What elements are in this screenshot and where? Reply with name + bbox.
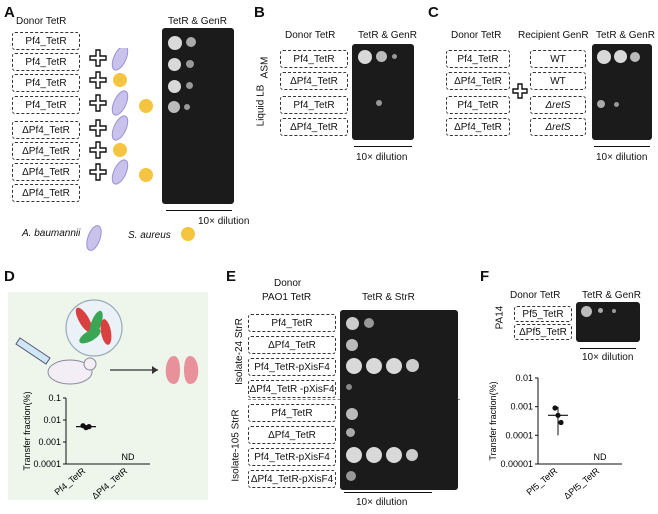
panel-c-recipient-header: Recipient GenR (518, 30, 589, 41)
panel-b-group-lb: Liquid LB (255, 84, 267, 127)
panel-b-plate (352, 44, 414, 140)
data-point (86, 424, 92, 430)
nd-annotation: ND (122, 452, 135, 462)
panel-a-row-4: Pf4_TetR (12, 96, 80, 114)
panel-a-dilution-label: 10× dilution (198, 216, 250, 227)
panel-c-recipient-3: ΔretS (530, 96, 586, 114)
panel-a-row-3: Pf4_TetR (12, 74, 80, 92)
panel-e-dilution-label: 10× dilution (356, 497, 408, 508)
panel-c-plate (592, 44, 652, 140)
y-axis-label: Transfer fraction(%) (488, 381, 498, 460)
panel-f-row-2: ΔPf5_TetR (514, 324, 572, 340)
panel-a-plate (162, 28, 234, 204)
y-tick-label: 0.01 (515, 373, 533, 383)
panel-c-row-2: ΔPf4_TetR (446, 72, 510, 90)
panel-e-row-7: Pf4_TetR-pXisF4 (248, 448, 336, 466)
panel-a-row-7: ΔPf4_TetR (12, 163, 80, 181)
panel-c-donor-header: Donor TetR (451, 30, 502, 41)
panel-c-recipient-1: WT (530, 50, 586, 68)
panel-e-group-24: Isolate-24 StrR (233, 318, 245, 385)
panel-f-group: PA14 (494, 305, 506, 330)
panel-c-row-1: Pf4_TetR (446, 50, 510, 68)
x-tick-label: Pf5_TetR (524, 466, 559, 498)
panel-b-row-3: Pf4_TetR (280, 96, 348, 114)
y-tick-label: 0.0001 (33, 459, 61, 469)
panel-f-plate-header: TetR & GenR (582, 290, 641, 301)
data-point (558, 419, 564, 426)
y-tick-label: 0.001 (510, 402, 533, 412)
panel-b-label: B (254, 4, 265, 21)
panel-c-plate-header: TetR & GenR (596, 30, 655, 41)
panel-e-row-1: Pf4_TetR (248, 314, 336, 332)
panel-b-dilution-label: 10× dilution (356, 152, 408, 163)
panel-e-row-2: ΔPf4_TetR (248, 336, 336, 354)
y-tick-label: 0.00001 (500, 459, 533, 469)
y-tick-label: 0.001 (38, 437, 61, 447)
panel-e-donor-sub: PAO1 TetR (262, 292, 312, 303)
panel-e-donor-header: Donor (274, 278, 302, 289)
panel-e-dilution-arrow (344, 492, 432, 493)
panel-c-dilution-label: 10× dilution (596, 152, 648, 163)
y-axis-label: Transfer fraction(%) (22, 391, 32, 470)
panel-c-dilution-arrow (594, 146, 650, 147)
panel-a-row-5: ΔPf4_TetR (12, 121, 80, 139)
panel-d-label: D (4, 268, 15, 285)
panel-f-row-1: Pf5_TetR (514, 306, 572, 322)
legend-s-aureus: S. aureus (128, 230, 171, 241)
panel-c-row-3: Pf4_TetR (446, 96, 510, 114)
plus-icon (89, 49, 107, 67)
panel-a-row-6: ΔPf4_TetR (12, 142, 80, 160)
panel-e-row-8: ΔPf4_TetR-pXisF4 (248, 470, 336, 488)
panel-a-dilution-arrow (166, 210, 232, 211)
panel-e-row-3: Pf4_TetR-pXisF4 (248, 358, 336, 376)
panel-e-plate (340, 310, 458, 490)
panel-c-label: C (428, 4, 439, 21)
panel-e-row-4: ΔPf4_TetR -pXisF4 (248, 380, 336, 398)
panel-c-recipient-2: WT (530, 72, 586, 90)
panel-a-plate-header: TetR & GenR (168, 16, 227, 27)
panel-c-row-4: ΔPf4_TetR (446, 118, 510, 136)
panel-b-row-1: Pf4_TetR (280, 50, 348, 68)
panel-f-dilution-label: 10× dilution (582, 352, 634, 363)
data-point (552, 405, 558, 411)
panel-b-dilution-arrow (354, 146, 412, 147)
panel-a-row-2: Pf4_TetR (12, 53, 80, 71)
y-tick-label: 0.0001 (505, 430, 533, 440)
data-point (555, 412, 561, 418)
bacterium-icon (86, 225, 102, 251)
y-tick-label: 0.01 (43, 415, 61, 425)
panel-e-group-105: Isolate-105 StrR (230, 409, 242, 482)
panel-c-recipient-4: ΔretS (530, 118, 586, 136)
panel-a-donor-header: Donor TetR (16, 16, 67, 27)
panel-a-row-1: Pf4_TetR (12, 32, 80, 50)
panel-f-donor-header: Donor TetR (510, 290, 561, 301)
panel-f-dilution-arrow (580, 348, 636, 349)
nd-annotation: ND (594, 452, 607, 462)
panel-f-label: F (480, 268, 490, 285)
y-tick-label: 0.1 (48, 393, 61, 403)
mouse-infection-illustration (15, 299, 199, 385)
panel-b-plate-header: TetR & GenR (358, 30, 417, 41)
panel-e-row-6: ΔPf4_TetR (248, 426, 336, 444)
x-tick-label: ΔPf4_TetR (90, 466, 130, 502)
panel-f-plate (576, 302, 640, 342)
coccus-icon (181, 227, 195, 241)
panel-a-row-8: ΔPf4_TetR (12, 184, 80, 202)
legend-a-baumannii: A. baumannii (22, 228, 81, 239)
x-tick-label: ΔPf5_TetR (562, 466, 602, 502)
panel-e-plate-header: TetR & StrR (362, 292, 415, 303)
panel-e-label: E (226, 268, 237, 285)
panel-e-row-5: Pf4_TetR (248, 404, 336, 422)
x-tick-label: Pf4_TetR (52, 466, 87, 498)
panel-b-group-asm: ASM (259, 56, 271, 79)
plus-icon (512, 83, 528, 99)
panel-b-row-4: ΔPf4_TetR (280, 118, 348, 136)
panel-a-label: A (4, 4, 15, 21)
panel-b-donor-header: Donor TetR (285, 30, 336, 41)
panel-b-row-2: ΔPf4_TetR (280, 72, 348, 90)
panel-a-coculture-icons (89, 48, 153, 185)
